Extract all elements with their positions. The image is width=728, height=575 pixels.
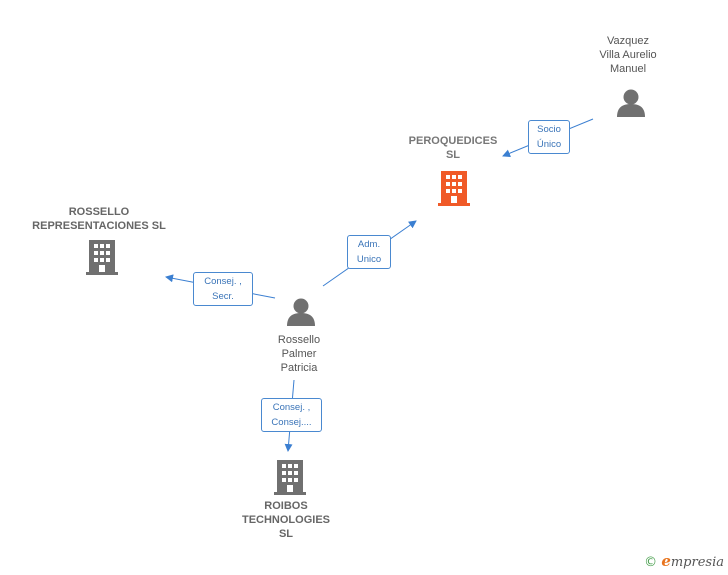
node-peroquedices[interactable]: PEROQUEDICES SL [380, 134, 526, 162]
building-icon [86, 240, 118, 275]
edge-label-consej-consej[interactable]: Consej. , Consej.... [261, 398, 322, 432]
node-label: PEROQUEDICES SL [408, 135, 498, 161]
person-icon [287, 298, 315, 326]
brand-footer: © empresia [644, 552, 724, 570]
brand-initial: e [661, 552, 671, 570]
brand-name: mpresia [670, 555, 724, 570]
node-vazquez[interactable]: Vazquez Villa Aurelio Manuel [573, 34, 683, 76]
node-label: ROIBOS TECHNOLOGIES SL [241, 500, 330, 540]
copyright-icon: © [644, 555, 658, 570]
node-label: Vazquez Villa Aurelio Manuel [599, 35, 657, 75]
node-rossello-representaciones[interactable]: ROSSELLO REPRESENTACIONES SL [14, 205, 184, 233]
node-rossello-palmer[interactable]: Rossello Palmer Patricia [249, 333, 349, 375]
person-icon [617, 89, 645, 117]
building-icon [438, 171, 470, 206]
building-icon [274, 460, 306, 495]
node-label: Rossello Palmer Patricia [277, 334, 321, 374]
node-roibos[interactable]: ROIBOS TECHNOLOGIES SL [226, 499, 346, 541]
edge-label-socio-unico[interactable]: Socio Único [528, 120, 570, 154]
edge-label-consej-secr[interactable]: Consej. , Secr. [193, 272, 253, 306]
node-label: ROSSELLO REPRESENTACIONES SL [32, 206, 166, 232]
edge-label-adm-unico[interactable]: Adm. Unico [347, 235, 391, 269]
